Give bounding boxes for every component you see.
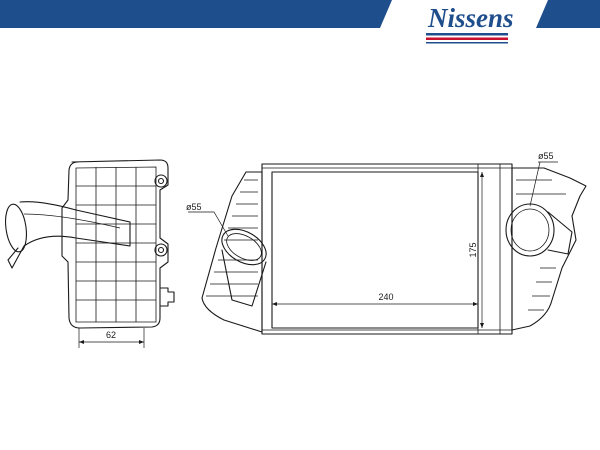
outlet-pipe-mouth: [505, 203, 555, 257]
inlet-tank-ribs: [206, 179, 258, 297]
side-inlet-pipe: [7, 201, 131, 269]
side-inner-frame: [75, 166, 157, 323]
upper-mount-ear: [154, 174, 168, 188]
lower-mount-hole: [157, 246, 165, 254]
side-pipe-shade: [23, 213, 121, 229]
core-plates: [262, 167, 512, 331]
side-pipe-mouth: [4, 203, 28, 253]
inlet-pipe-bore: [226, 233, 262, 261]
outlet-pipe-bore: [510, 208, 550, 252]
side-fitting: [159, 287, 175, 307]
dim-leader-inlet: [188, 211, 229, 237]
outlet-pipe-body: [547, 211, 573, 255]
side-view: 62: [4, 159, 175, 348]
front-view: ø55 ø55 240 175: [186, 151, 587, 335]
logo-stripe-blue-lower: [426, 42, 508, 44]
side-tank-outline: [61, 159, 169, 329]
logo-stripe-blue: [426, 33, 508, 36]
dim-outlet-diameter-label: ø55: [538, 151, 554, 161]
outlet-tank-ribs: [516, 179, 566, 311]
inlet-pipe-mouth: [221, 228, 267, 266]
lower-mount-ear: [154, 243, 168, 257]
nissens-logo-text: Nissens: [427, 3, 514, 33]
dim-line-side-width: [78, 328, 145, 348]
core-matrix: [271, 171, 479, 329]
inlet-tank: [201, 171, 263, 333]
dim-side-width-label: 62: [106, 330, 116, 340]
dim-leader-outlet: [529, 161, 558, 207]
upper-mount-hole: [157, 177, 165, 185]
header-band-right: [536, 0, 600, 28]
side-grid-horizontals: [76, 185, 156, 301]
dim-inlet-diameter-label: ø55: [186, 202, 202, 212]
side-grid-verticals: [95, 167, 137, 322]
dim-core-height-label: 175: [468, 242, 478, 257]
logo-stripe-red: [426, 37, 508, 40]
header-band-left: [0, 0, 392, 28]
outlet-tank: [511, 167, 587, 331]
inlet-pipe: [221, 249, 267, 307]
dim-core-width-label: 240: [378, 292, 393, 302]
core-side-plate: [477, 164, 501, 334]
